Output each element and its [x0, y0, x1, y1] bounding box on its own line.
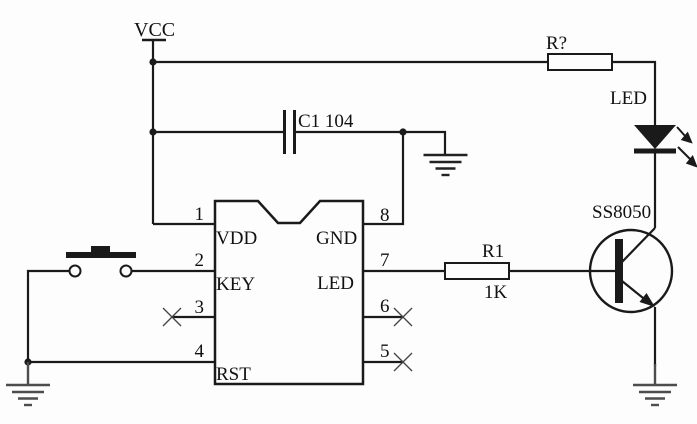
vcc-label: VCC: [134, 19, 175, 41]
wires: [26, 41, 657, 366]
pin-number-2: 2: [195, 250, 205, 271]
wire-button-to-rail: [26, 269, 69, 362]
resistor-body: [547, 53, 613, 71]
transistor-emitter-arrow: [639, 293, 655, 307]
junction-dot: [399, 128, 407, 136]
pin-number-8: 8: [380, 205, 390, 226]
pin-label-gnd: GND: [316, 228, 357, 249]
led-arrow: [677, 146, 691, 160]
pin-number-6: 6: [380, 296, 390, 317]
pin-number-4: 4: [195, 341, 205, 362]
transistor-label: SS8050: [592, 202, 651, 223]
pin-label-led: LED: [317, 273, 354, 294]
pin-number-3: 3: [195, 297, 205, 318]
resistor-body: [444, 262, 510, 280]
led-arrow-head: [680, 131, 693, 144]
pin-number-1: 1: [195, 204, 205, 225]
led-label: LED: [610, 88, 647, 109]
led-triangle: [634, 125, 676, 149]
button-contact: [68, 264, 82, 278]
capacitor-c1: C1 104: [283, 110, 354, 154]
ground-symbol-left: [6, 362, 50, 407]
led-arrow: [676, 126, 687, 138]
transistor-base-bar: [615, 239, 623, 303]
vcc-symbol: VCC: [134, 19, 175, 42]
capacitor-label: C1 104: [298, 111, 354, 132]
pin-label-vdd: VDD: [216, 228, 257, 249]
ic-chip: 1 2 3 4 8 7 6 5 VDD GND KEY LED RST: [195, 199, 390, 386]
pin-label-key: KEY: [216, 274, 255, 295]
junction-dot: [149, 58, 157, 66]
resistor-r1-label: R1: [482, 241, 504, 262]
no-connect-x-pin5: [393, 352, 413, 372]
resistor-r1-value: 1K: [484, 282, 508, 303]
button-nub: [91, 246, 110, 252]
pin-number-7: 7: [380, 250, 390, 271]
no-connect-marks: [162, 307, 413, 372]
ground-symbol-capacitor: [423, 153, 468, 177]
led-symbol: LED: [610, 88, 697, 168]
junction-dot: [149, 128, 157, 136]
resistor-r2-label: R?: [546, 33, 567, 54]
resistor-r1: R1 1K: [444, 241, 510, 303]
wire-r2-to-led: [612, 60, 657, 125]
pin-label-rst: RST: [216, 364, 251, 385]
button-bar: [66, 252, 136, 258]
led-arrow-head: [685, 155, 697, 168]
push-button: [66, 246, 136, 278]
led-emission-arrows: [676, 126, 697, 168]
transistor-q1: SS8050: [588, 202, 674, 314]
ground-symbol-right: [633, 364, 677, 407]
transistor-circle: [588, 228, 674, 314]
transistor-collector: [621, 227, 656, 263]
wire-cap-to-ground: [296, 130, 447, 155]
button-contact: [119, 264, 133, 278]
no-connect-x-pin6: [393, 307, 413, 327]
ic-outline: [213, 199, 365, 386]
no-connect-x-pin3: [162, 307, 182, 327]
resistor-r2: R?: [546, 33, 613, 71]
wire-cap-to-pin8: [363, 132, 405, 226]
pin-number-5: 5: [380, 341, 390, 362]
